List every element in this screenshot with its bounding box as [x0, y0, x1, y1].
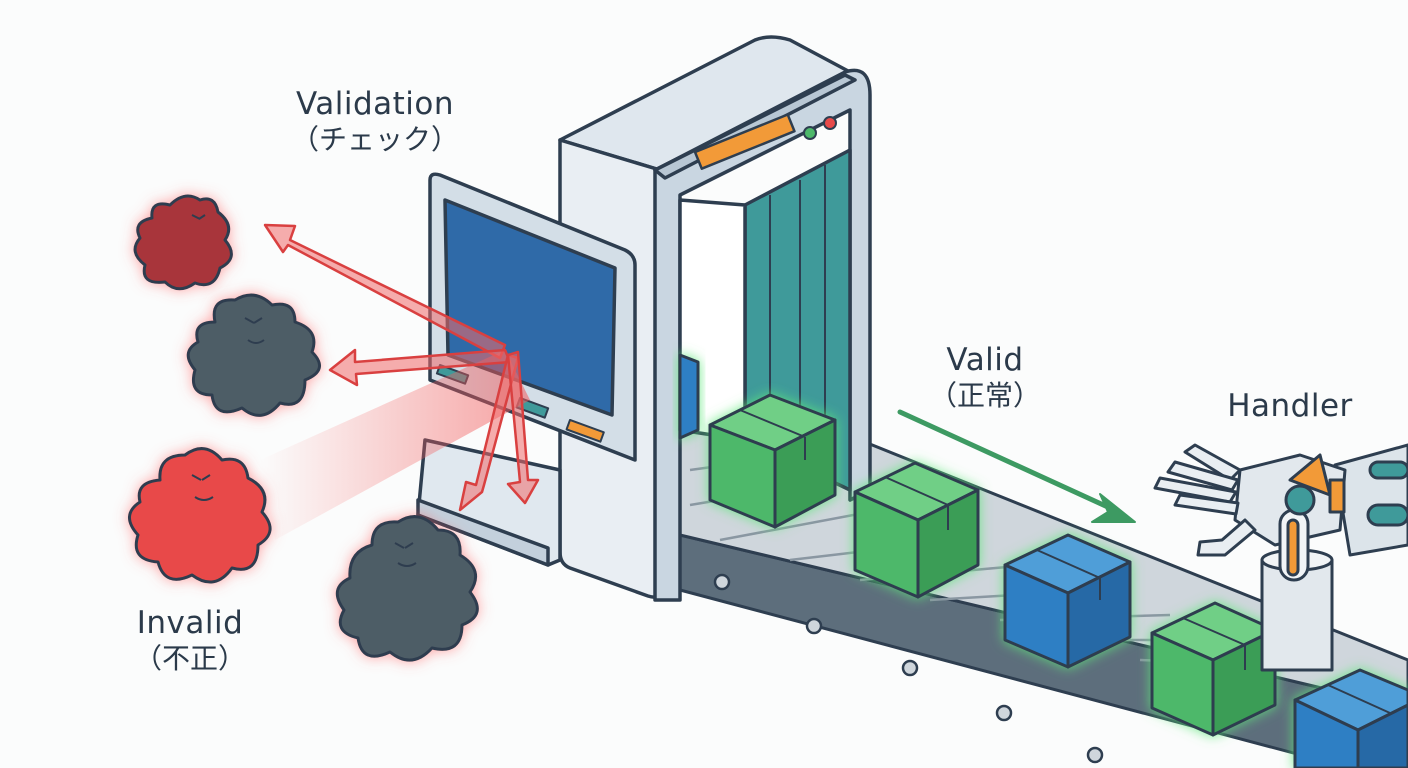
- valid-label-sub: （正常）: [928, 378, 1041, 412]
- invalid-label-main: Invalid: [136, 605, 244, 641]
- invalid-label: Invalid （不正）: [105, 605, 275, 675]
- invalid-label-sub: （不正）: [133, 641, 246, 675]
- blob-creature-icon: [133, 194, 233, 291]
- reject-arrow-2: [328, 348, 512, 387]
- reject-arrow-1: [263, 223, 507, 360]
- valid-label: Valid （正常）: [900, 342, 1070, 412]
- robot-arm-icon: [1153, 443, 1408, 672]
- package-box-icon: [853, 461, 980, 599]
- validation-label-main: Validation: [295, 86, 455, 122]
- package-box-icon: [1003, 533, 1132, 669]
- blob-creature-icon: [128, 447, 272, 584]
- package-box-icon: [1150, 601, 1277, 737]
- blob-creature-icon: [335, 515, 479, 662]
- handler-label-main: Handler: [1227, 388, 1353, 424]
- package-box-icon: [1293, 668, 1408, 768]
- validation-label: Validation （チェック）: [270, 86, 480, 156]
- valid-arrow: [897, 409, 1136, 523]
- reject-arrow-4: [506, 350, 540, 505]
- rejection-arrows: [260, 223, 540, 540]
- invalid-creatures: [128, 194, 479, 662]
- package-box-icon: [708, 393, 837, 529]
- validation-label-sub: （チェック）: [290, 122, 459, 156]
- blob-creature-icon: [186, 293, 321, 417]
- valid-label-main: Valid: [946, 342, 1024, 378]
- package-box-icon: [678, 353, 700, 440]
- handler-label: Handler: [1200, 388, 1380, 425]
